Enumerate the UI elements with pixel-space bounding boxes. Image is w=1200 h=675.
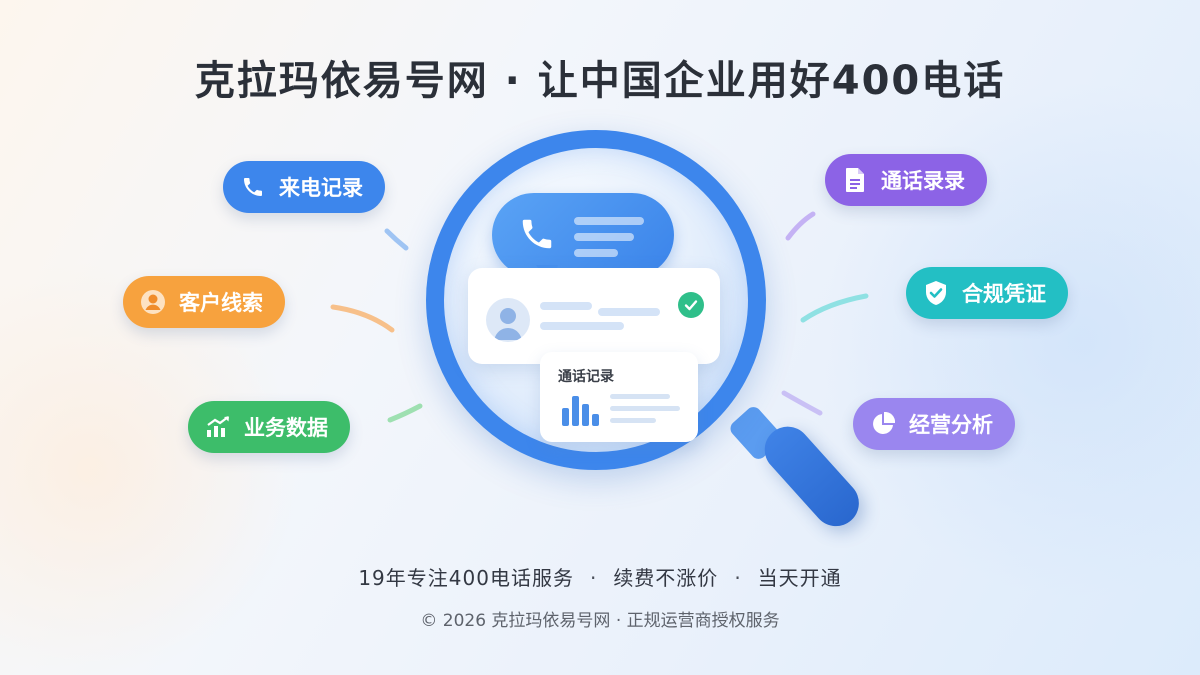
avatar bbox=[486, 298, 530, 342]
user-icon bbox=[139, 288, 167, 316]
phone-icon bbox=[518, 215, 556, 257]
feature-business-data: 业务数据 bbox=[188, 401, 350, 453]
tagline-item: 19年专注400电话服务 bbox=[358, 566, 574, 590]
shield-icon bbox=[922, 279, 950, 307]
feature-label: 经营分析 bbox=[909, 413, 993, 437]
call-record-card: 通话记录 bbox=[540, 352, 698, 442]
contact-card bbox=[468, 268, 720, 364]
document-icon bbox=[841, 166, 869, 194]
phone-icon bbox=[239, 173, 267, 201]
chart-icon bbox=[204, 413, 232, 441]
feature-label: 通话录录 bbox=[881, 169, 965, 193]
page-title: 克拉玛依易号网 · 让中国企业用好400电话 bbox=[194, 58, 1006, 104]
footer-copyright: © 2026 克拉玛依易号网 · 正规运营商授权服务 bbox=[420, 611, 780, 631]
card-label: 通话记录 bbox=[558, 369, 614, 385]
magnifier-handle bbox=[755, 417, 869, 536]
feature-label: 客户线索 bbox=[179, 291, 263, 315]
feature-call-recordings: 通话录录 bbox=[825, 154, 987, 206]
check-icon bbox=[678, 292, 704, 318]
feature-customer-leads: 客户线索 bbox=[123, 276, 285, 328]
feature-label: 来电记录 bbox=[279, 176, 363, 200]
separator: · bbox=[589, 566, 598, 590]
feature-analysis: 经营分析 bbox=[853, 398, 1015, 450]
feature-call-records: 来电记录 bbox=[223, 161, 385, 213]
tagline: 19年专注400电话服务 · 续费不涨价 · 当天开通 bbox=[0, 562, 1200, 591]
tagline-item: 续费不涨价 bbox=[613, 566, 719, 590]
feature-label: 业务数据 bbox=[244, 416, 328, 440]
feature-compliance: 合规凭证 bbox=[906, 267, 1068, 319]
tagline-item: 当天开通 bbox=[757, 566, 842, 590]
chat-bubble bbox=[492, 193, 674, 277]
feature-label: 合规凭证 bbox=[962, 282, 1046, 306]
pie-icon bbox=[869, 410, 897, 438]
separator: · bbox=[734, 566, 742, 590]
